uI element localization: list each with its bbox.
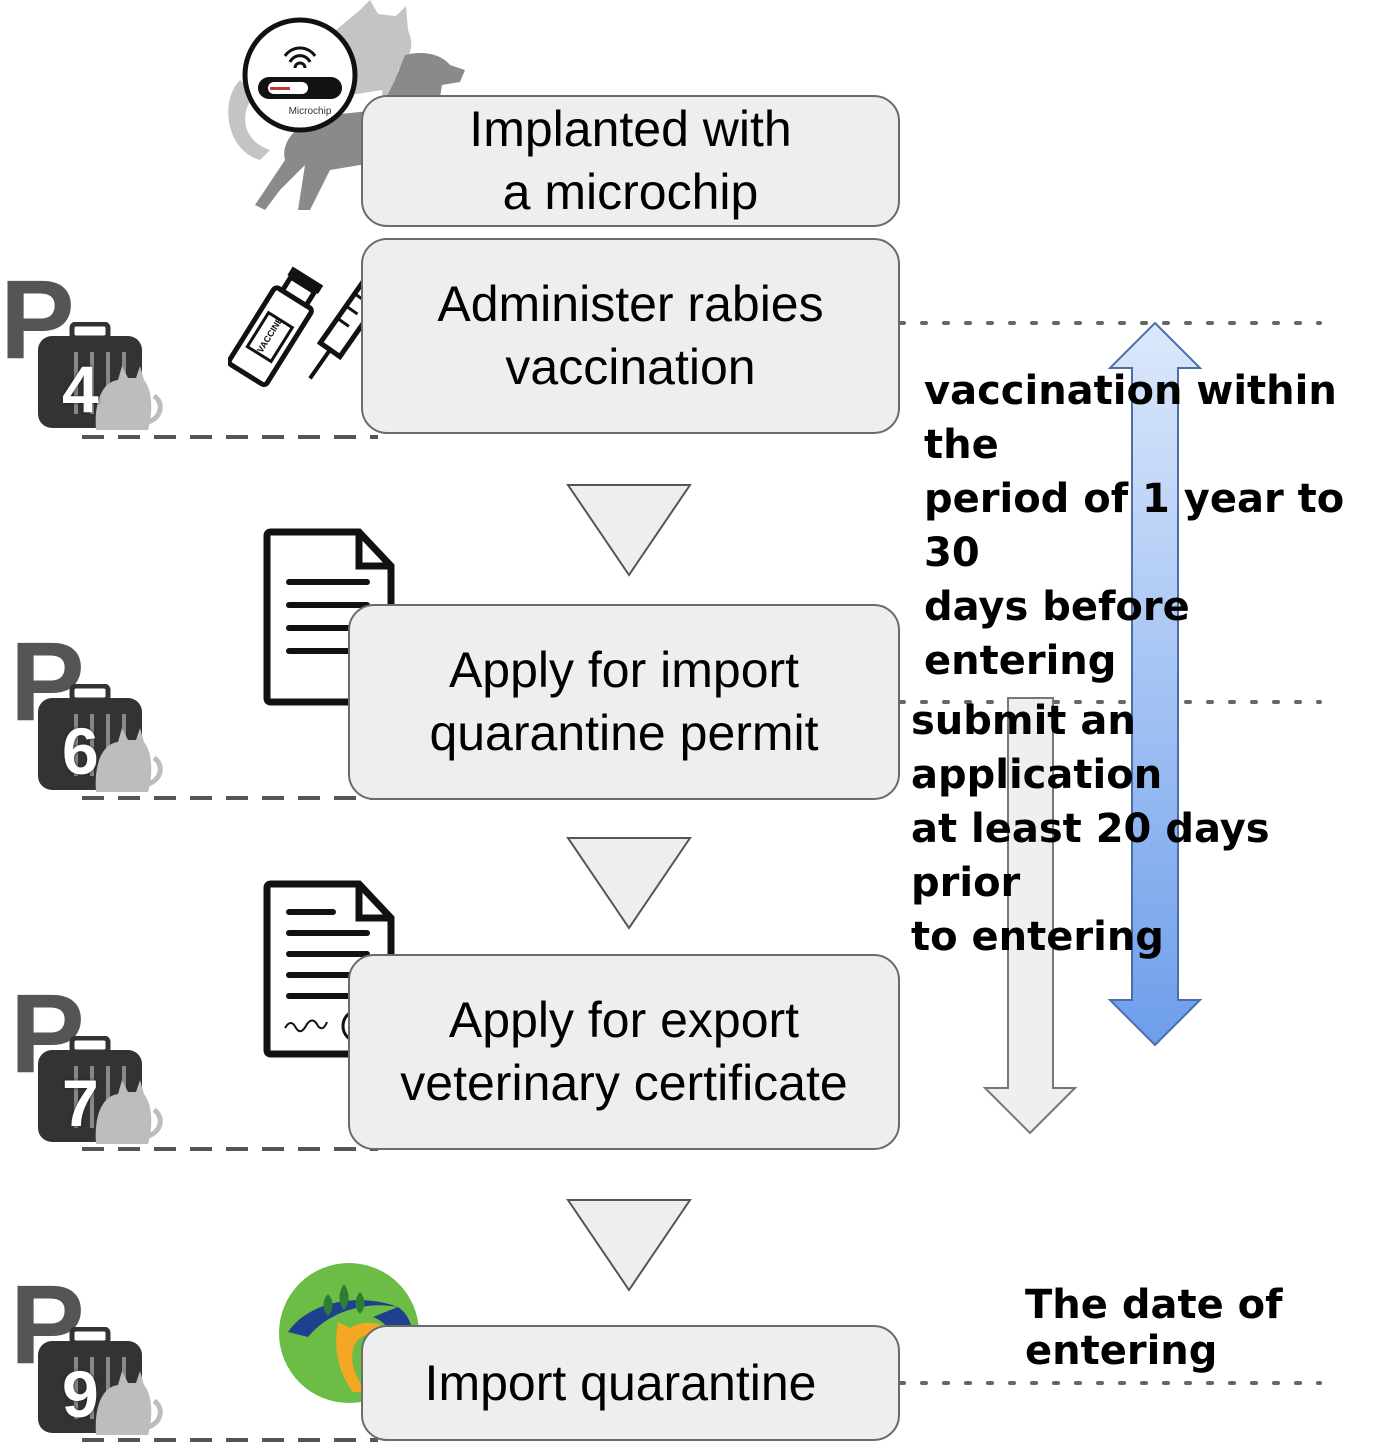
step-label: Import quarantine	[424, 1354, 817, 1411]
step-label: Implanted with a microchip	[469, 101, 792, 220]
flow-arrow-2	[566, 837, 692, 930]
step-box-rabies-vaccination: Administer rabies vaccination	[361, 238, 900, 434]
step-box-import-permit: Apply for import quarantine permit	[348, 604, 900, 800]
step-box-import-quarantine: Import quarantine	[361, 1325, 900, 1441]
page-number: 7	[62, 1066, 99, 1140]
page-number: 6	[62, 714, 99, 788]
step-box-export-certificate: Apply for export veterinary certificate	[348, 954, 900, 1150]
page-badge-p9: P 9	[10, 1269, 180, 1435]
step-box-microchip: Implanted with a microchip	[361, 95, 900, 227]
pet-carrier-icon	[38, 1327, 163, 1435]
blue-double-arrow	[1107, 321, 1203, 1047]
step-label: Apply for import quarantine permit	[429, 642, 819, 761]
step-label: Administer rabies vaccination	[437, 276, 824, 395]
microchip-label: Microchip	[288, 106, 332, 117]
note-entering-date: The date of entering	[1025, 1282, 1283, 1374]
flow-arrow-1	[566, 484, 692, 577]
flow-arrow-3	[566, 1199, 692, 1292]
page-badge-p7: P 7	[10, 978, 180, 1144]
pet-carrier-icon	[38, 322, 163, 430]
pet-carrier-icon	[38, 684, 163, 792]
page-number: 4	[62, 352, 99, 426]
pet-carrier-icon	[38, 1036, 163, 1144]
step-label: Apply for export veterinary certificate	[400, 992, 848, 1111]
page-badge-p6: P 6	[10, 626, 180, 792]
note-vaccination-period: vaccination within the period of 1 year …	[924, 368, 1345, 684]
page-badge-p4: P 4	[0, 264, 170, 430]
page-number: 9	[62, 1357, 99, 1431]
grey-down-arrow	[982, 697, 1078, 1135]
note-application-deadline: submit an application at least 20 days p…	[911, 698, 1270, 960]
